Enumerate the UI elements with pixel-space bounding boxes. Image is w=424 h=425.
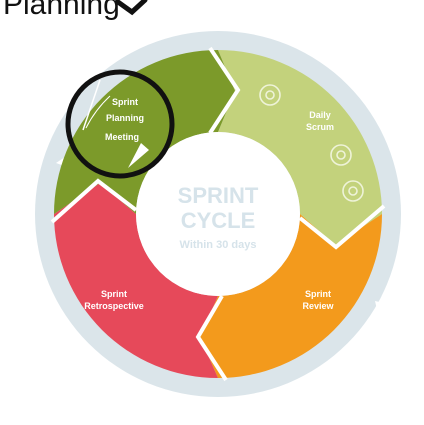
segment-sprint-retrospective	[54, 183, 218, 378]
heading-fragment: Planning	[3, 0, 120, 21]
center-subtitle: Within 30 days	[180, 239, 257, 251]
separator-arrow	[298, 204, 386, 250]
center-title-line1: SPRINT	[178, 183, 259, 208]
ring-arrow-icon	[75, 338, 88, 353]
segment-daily-scrum	[218, 50, 382, 245]
segment-sprint-review	[200, 214, 382, 378]
label-sprint-retrospective-line2: Retrospective	[84, 301, 144, 311]
arrow-head-icon	[128, 143, 149, 168]
planning-stroke-icon	[82, 79, 101, 131]
ring-arrow-icon	[375, 301, 388, 314]
label-daily-scrum-line2: Scrum	[306, 122, 334, 132]
heading-check-icon	[115, 0, 148, 16]
center-title-line2: CYCLE	[181, 208, 256, 233]
label-sprint-retrospective-line1: Sprint	[101, 289, 127, 299]
label-daily-scrum-line1: Daily	[309, 110, 331, 120]
highlight-ring	[65, 69, 175, 179]
label-sprint-review-line1: Sprint	[305, 289, 331, 299]
label-sprint-review-line2: Review	[302, 301, 334, 311]
label-sprint-planning-line1: Sprint	[112, 97, 138, 107]
label-sprint-planning-line3: Meeting	[105, 132, 139, 142]
center-circle	[136, 132, 300, 296]
clock-icon	[330, 144, 352, 166]
separator-arrow	[50, 178, 138, 224]
planning-stroke-icon	[85, 95, 111, 129]
label-sprint-planning-line2: Planning	[106, 113, 144, 123]
ring-arrow-icon	[363, 85, 376, 98]
clock-icon	[259, 84, 281, 106]
separator-arrow	[208, 46, 241, 135]
separator-arrow	[195, 294, 228, 382]
clock-icon	[342, 180, 364, 202]
